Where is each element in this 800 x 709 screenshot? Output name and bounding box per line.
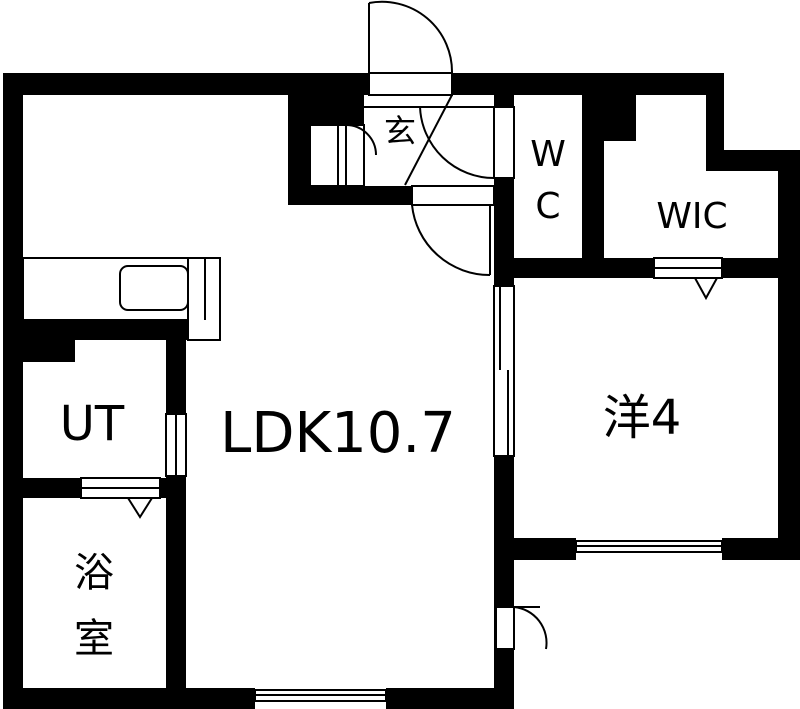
- kitchen-sink: [119, 265, 189, 311]
- ldk-entry-door-swing: [411, 204, 491, 277]
- wall-western-top-left: [494, 258, 654, 278]
- wall-wic-notch-horizontal: [706, 150, 800, 171]
- fixtures: [22, 0, 723, 650]
- front-door-swing: [368, 0, 454, 74]
- ldk-entry-door-frame: [411, 185, 495, 206]
- wic-door-marker: [694, 277, 718, 301]
- room-label-wc-1: W: [530, 134, 566, 175]
- front-door-frame: [368, 72, 453, 96]
- room-label-wc-2: C: [535, 186, 560, 227]
- wall-bottom-right: [386, 688, 514, 709]
- room-label-entrance: 玄: [384, 112, 416, 150]
- wall-entrance-bottom: [288, 186, 412, 205]
- wall-wic-notch-vertical: [706, 73, 724, 171]
- wc-door-frame: [493, 106, 515, 179]
- wall-wc-left-lower: [494, 178, 514, 278]
- wall-top-left: [3, 73, 369, 95]
- wall-ut-right-lower: [166, 476, 186, 709]
- wall-far-right: [778, 150, 800, 560]
- wall-wic-pillar: [582, 95, 636, 141]
- side-door-swing: [513, 606, 548, 650]
- wall-ut-bath-right: [160, 478, 186, 498]
- exterior-walls: [3, 73, 800, 709]
- side-door-frame: [495, 606, 515, 650]
- room-label-bath-2: 室: [74, 616, 114, 662]
- wall-ut-bath-left: [3, 478, 81, 498]
- wall-ut-right-upper: [166, 320, 186, 414]
- wall-ldk-western-top: [494, 278, 514, 286]
- wall-western-bottom-left: [494, 538, 576, 560]
- wall-wc-left-upper: [494, 95, 514, 107]
- room-label-wic: WIC: [656, 196, 727, 237]
- wall-ut-pillar: [3, 320, 75, 362]
- shoe-cabinet-inner: [345, 124, 365, 187]
- wall-entrance-left: [288, 73, 310, 205]
- sliding-door-western: [493, 285, 515, 457]
- room-label-ut: UT: [60, 396, 125, 452]
- wall-ldk-western-bottom: [494, 456, 514, 560]
- wall-bottom-left: [3, 688, 255, 709]
- windows: [254, 540, 723, 702]
- shoe-cabinet-door-swing: [345, 124, 377, 156]
- wall-left: [3, 73, 23, 709]
- wall-western-top-right: [722, 258, 800, 278]
- room-label-ldk: LDK10.7: [220, 401, 456, 466]
- room-label-bath-1: 浴: [74, 550, 114, 596]
- interior-walls: [3, 73, 800, 709]
- bath-door-marker: [127, 497, 153, 519]
- room-label-western: 洋4: [603, 390, 682, 446]
- wc-door-swing: [419, 106, 495, 180]
